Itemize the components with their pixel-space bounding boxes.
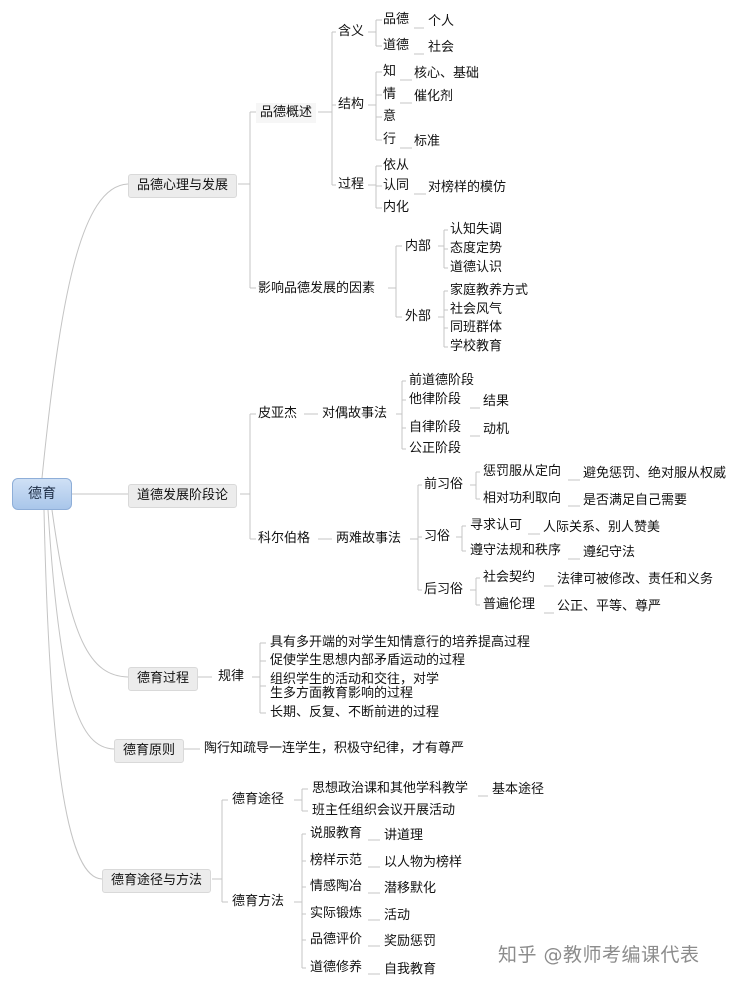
node-path1-note[interactable]: 基本途径 — [492, 782, 545, 797]
node-conv1-note[interactable]: 人际关系、别人赞美 — [543, 520, 661, 535]
node-qing-note[interactable]: 催化剂 — [414, 89, 454, 104]
node-m5-note[interactable]: 奖励惩罚 — [384, 934, 437, 949]
node-law[interactable]: 规律 — [218, 669, 245, 684]
node-piaget[interactable]: 皮亚杰 — [258, 406, 298, 421]
node-conv1[interactable]: 寻求认可 — [470, 518, 523, 533]
node-law-r2[interactable]: 促使学生思想内部矛盾运动的过程 — [270, 653, 466, 668]
node-path1[interactable]: 思想政治课和其他学科教学 — [312, 781, 469, 796]
node-out3[interactable]: 同班群体 — [450, 320, 503, 335]
node-p2[interactable]: 他律阶段 — [409, 392, 462, 407]
node-pre2-note[interactable]: 是否满足自己需要 — [583, 493, 688, 508]
node-methods[interactable]: 德育方法 — [232, 894, 285, 909]
node-law-r3a[interactable]: 组织学生的活动和交往，对学 — [270, 672, 440, 687]
branch-moral-principles[interactable]: 德育原则 — [114, 739, 185, 763]
node-in1[interactable]: 认知失调 — [450, 222, 503, 237]
node-factors[interactable]: 影响品德发展的因素 — [258, 281, 376, 296]
node-m1-note[interactable]: 讲道理 — [384, 828, 424, 843]
node-m5[interactable]: 品德评价 — [310, 932, 363, 947]
node-inner[interactable]: 内部 — [405, 239, 432, 254]
node-path2[interactable]: 班主任组织会议开展活动 — [312, 803, 456, 818]
node-m4[interactable]: 实际锻炼 — [310, 906, 363, 921]
node-p3[interactable]: 自律阶段 — [409, 420, 462, 435]
node-in2[interactable]: 态度定势 — [450, 241, 503, 256]
node-outer[interactable]: 外部 — [405, 309, 432, 324]
node-out1[interactable]: 家庭教养方式 — [450, 283, 529, 298]
node-m1[interactable]: 说服教育 — [310, 826, 363, 841]
node-pre1[interactable]: 惩罚服从定向 — [483, 464, 562, 479]
node-geren[interactable]: 个人 — [428, 14, 455, 29]
node-conv2[interactable]: 遵守法规和秩序 — [470, 543, 562, 558]
node-conv2-note[interactable]: 遵纪守法 — [583, 545, 636, 560]
node-m3-note[interactable]: 潜移默化 — [384, 881, 437, 896]
node-overview[interactable]: 品德概述 — [256, 103, 317, 123]
node-neihua[interactable]: 内化 — [383, 200, 410, 215]
node-post2[interactable]: 普遍伦理 — [483, 597, 536, 612]
node-xing[interactable]: 行 — [383, 132, 397, 147]
node-rentong[interactable]: 认同 — [383, 178, 410, 193]
node-zhi-note[interactable]: 核心、基础 — [414, 66, 480, 81]
node-post1-note[interactable]: 法律可被修改、责任和义务 — [557, 572, 714, 587]
branch-moral-psychology[interactable]: 品德心理与发展 — [128, 174, 238, 198]
node-p3-note[interactable]: 动机 — [483, 422, 510, 437]
node-piaget-method[interactable]: 对偶故事法 — [322, 406, 388, 421]
node-pinde[interactable]: 品德 — [383, 12, 410, 27]
node-pre[interactable]: 前习俗 — [424, 477, 464, 492]
node-law-r3b[interactable]: 生多方面教育影响的过程 — [270, 686, 414, 701]
node-pre1-note[interactable]: 避免惩罚、绝对服从权威 — [583, 466, 727, 481]
node-process[interactable]: 过程 — [338, 177, 365, 192]
node-m4-note[interactable]: 活动 — [384, 908, 411, 923]
node-post1[interactable]: 社会契约 — [483, 570, 536, 585]
node-kohlberg-method[interactable]: 两难故事法 — [336, 531, 402, 546]
node-law-r1[interactable]: 具有多开端的对学生知情意行的培养提高过程 — [270, 635, 531, 650]
node-post[interactable]: 后习俗 — [424, 582, 464, 597]
node-shehui[interactable]: 社会 — [428, 40, 455, 55]
node-qing[interactable]: 情 — [383, 87, 397, 102]
zhihu-watermark: 知乎 @教师考编课代表 — [498, 944, 700, 966]
node-m2[interactable]: 榜样示范 — [310, 853, 363, 868]
node-structure[interactable]: 结构 — [338, 97, 365, 112]
node-post2-note[interactable]: 公正、平等、尊严 — [557, 599, 662, 614]
node-m3[interactable]: 情感陶冶 — [310, 879, 363, 894]
node-principles[interactable]: 陶行知疏导一连学生，积极守纪律，才有尊严 — [204, 741, 465, 756]
node-m6[interactable]: 道德修养 — [310, 960, 363, 975]
node-in3[interactable]: 道德认识 — [450, 260, 503, 275]
node-out4[interactable]: 学校教育 — [450, 339, 503, 354]
node-conv[interactable]: 习俗 — [424, 529, 451, 544]
node-law-r4[interactable]: 长期、反复、不断前进的过程 — [270, 705, 440, 720]
node-p2-note[interactable]: 结果 — [483, 394, 510, 409]
node-daode[interactable]: 道德 — [383, 38, 410, 53]
branch-moral-stage-theory[interactable]: 道德发展阶段论 — [128, 484, 238, 508]
node-meaning[interactable]: 含义 — [338, 24, 365, 39]
branch-moral-process[interactable]: 德育过程 — [128, 667, 199, 691]
node-xing-note[interactable]: 标准 — [414, 134, 441, 149]
node-yi[interactable]: 意 — [383, 109, 397, 124]
node-pre2[interactable]: 相对功利取向 — [483, 491, 562, 506]
node-kohlberg[interactable]: 科尔伯格 — [258, 531, 311, 546]
node-rentong-note[interactable]: 对榜样的模仿 — [428, 180, 507, 195]
node-p1[interactable]: 前道德阶段 — [409, 373, 475, 388]
node-out2[interactable]: 社会风气 — [450, 302, 503, 317]
node-m2-note[interactable]: 以人物为榜样 — [384, 855, 463, 870]
node-zhi[interactable]: 知 — [383, 64, 397, 79]
branch-moral-methods[interactable]: 德育途径与方法 — [102, 869, 212, 893]
node-m6-note[interactable]: 自我教育 — [384, 962, 437, 977]
node-paths[interactable]: 德育途径 — [232, 792, 285, 807]
root-node[interactable]: 德育 — [12, 478, 72, 510]
node-p4[interactable]: 公正阶段 — [409, 441, 462, 456]
node-yicong[interactable]: 依从 — [383, 158, 410, 173]
